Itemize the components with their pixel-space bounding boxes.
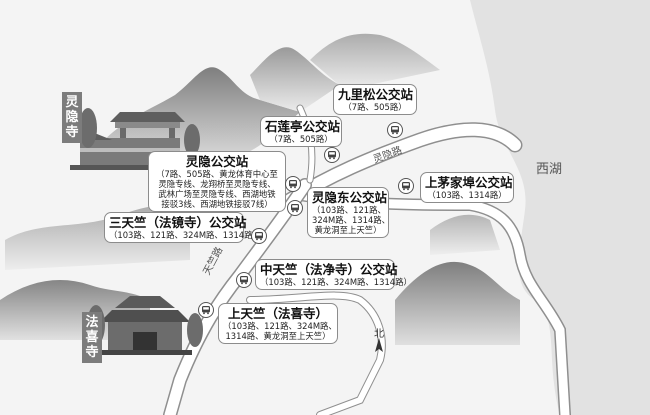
station-jiulisong[interactable]: 九里松公交站 （7路、505路） — [333, 84, 417, 115]
station-routes: （103路、121路、324M路、1314路） — [109, 230, 261, 240]
station-routes: （103路、121路、324M路、 1314路、黄龙洞至上天竺） — [223, 321, 337, 341]
station-routes: （103路、121路、324M路、1314路） — [260, 277, 412, 287]
station-shangtianzhu[interactable]: 上天竺（法喜寺） （103路、121路、324M路、 1314路、黄龙洞至上天竺… — [218, 303, 338, 344]
station-zhongtianzhu[interactable]: 中天竺（法净寺）公交站 （103路、121路、324M路、1314路） — [255, 259, 412, 290]
mountains — [0, 33, 520, 345]
lingyin-temple-illustration — [70, 108, 200, 170]
station-name: 上天竺（法喜寺） — [227, 306, 328, 321]
station-name: 灵隐公交站 — [185, 154, 249, 169]
bus-stop-shilianting-icon[interactable] — [324, 147, 340, 163]
station-name: 三天竺（法镜寺）公交站 — [109, 215, 247, 230]
faxi-temple-label: 法喜寺 — [82, 312, 102, 363]
north-label: 北 — [374, 329, 384, 340]
bus-stop-zhongtianzhu-icon[interactable] — [236, 272, 252, 288]
bus-stop-lingyin-icon[interactable] — [285, 176, 301, 192]
bus-stop-lingyin-east-icon[interactable] — [287, 200, 303, 216]
station-shilianting[interactable]: 石莲亭公交站 （7路、505路） — [260, 116, 342, 147]
bus-stop-santianzhu-icon[interactable] — [251, 228, 267, 244]
bus-stop-shangtianzhu-icon[interactable] — [198, 302, 214, 318]
station-lingyin[interactable]: 灵隐公交站 （7路、505路、黄龙体育中心至 灵隐专线、龙翔桥至灵隐专线、 武林… — [148, 151, 286, 212]
bus-stop-shangmaojiabu-icon[interactable] — [398, 178, 414, 194]
station-routes: （103路、1314路） — [427, 190, 507, 200]
lingyin-temple-label: 灵隐寺 — [62, 92, 82, 143]
station-lingyin-east[interactable]: 灵隐东公交站 （103路、121路、 324M路、1314路、 黄龙洞至上天竺） — [307, 187, 391, 238]
west-lake — [470, 0, 650, 415]
west-lake-label: 西湖 — [536, 162, 563, 177]
station-routes: （103路、121路、 324M路、1314路、 黄龙洞至上天竺） — [312, 205, 391, 235]
bus-stop-jiulisong-icon[interactable] — [387, 122, 403, 138]
north-arrow-icon — [375, 338, 383, 352]
station-santianzhu[interactable]: 三天竺（法镜寺）公交站 （103路、121路、324M路、1314路） — [104, 212, 261, 243]
station-name: 灵隐东公交站 — [312, 190, 388, 205]
station-name: 中天竺（法净寺）公交站 — [260, 262, 398, 277]
station-routes: （7路、505路、黄龙体育中心至 灵隐专线、龙翔桥至灵隐专线、 武林广场至灵隐专… — [156, 169, 278, 209]
station-name: 上茅家埠公交站 — [425, 175, 513, 190]
station-name: 石莲亭公交站 — [265, 119, 341, 134]
station-routes: （7路、505路） — [343, 102, 407, 112]
station-routes: （7路、505路） — [269, 134, 333, 144]
station-shangmaojiabu[interactable]: 上茅家埠公交站 （103路、1314路） — [420, 172, 514, 203]
station-name: 九里松公交站 — [338, 87, 414, 102]
